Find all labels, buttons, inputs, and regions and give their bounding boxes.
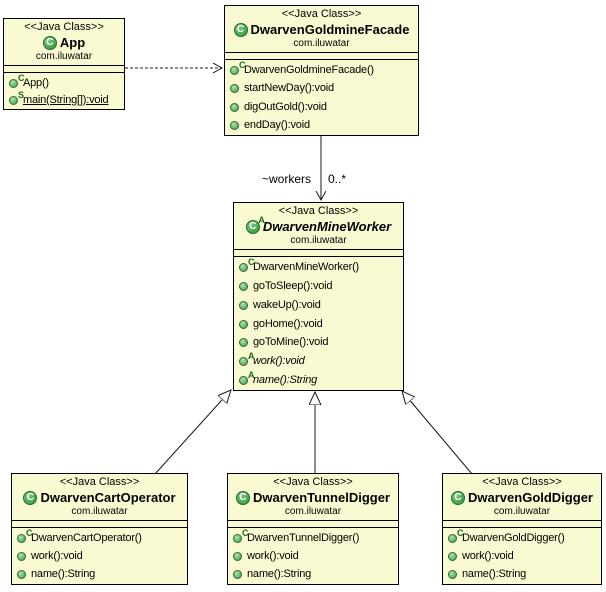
attributes-compartment xyxy=(4,65,124,73)
methods-compartment: C DwarvenMineWorker() goToSleep():void w… xyxy=(234,257,403,390)
constructor-icon: C xyxy=(238,258,255,274)
class-name: DwarvenGoldDigger xyxy=(468,490,593,505)
class-name: App xyxy=(59,35,86,50)
class-box-dwarvencartoperator[interactable]: <<Java Class>> C DwarvenCartOperator com… xyxy=(11,473,188,585)
method-row[interactable]: A name():String xyxy=(238,370,403,389)
methods-compartment: C DwarvenTunnelDigger() work():void name… xyxy=(228,528,398,584)
method-row[interactable]: A work():void xyxy=(238,351,403,371)
method-row[interactable]: name():String xyxy=(16,565,187,583)
public-method-icon xyxy=(238,279,253,293)
attributes-compartment xyxy=(443,520,601,528)
methods-compartment: C App() S main(String[]):void xyxy=(4,73,124,109)
abstract-method-icon: A xyxy=(238,370,255,387)
constructor-icon: C xyxy=(8,73,25,90)
package-label: com.iluwatar xyxy=(493,506,551,517)
method-row[interactable]: work():void xyxy=(232,547,398,565)
method-row[interactable]: wakeUp():void xyxy=(238,295,403,314)
method-row[interactable]: name():String xyxy=(232,565,398,583)
class-title-gold: <<Java Class>> C DwarvenGoldDigger com.i… xyxy=(443,474,601,520)
association-role-label[interactable]: ~workers xyxy=(261,172,311,186)
method-row[interactable]: goHome():void xyxy=(238,314,403,333)
package-label: com.iluwatar xyxy=(35,51,93,62)
public-method-icon xyxy=(232,549,247,563)
constructor-icon: C xyxy=(447,529,464,545)
public-method-icon xyxy=(238,298,253,312)
public-method-icon xyxy=(238,317,253,331)
method-row[interactable]: work():void xyxy=(16,547,187,565)
class-box-dwarvengoldminefacade[interactable]: <<Java Class>> C DwarvenGoldmineFacade c… xyxy=(224,5,419,136)
stereotype-label: <<Java Class>> xyxy=(482,476,562,488)
method-row[interactable]: C DwarvenCartOperator() xyxy=(16,529,187,547)
attributes-compartment xyxy=(225,52,418,60)
constructor-icon: C xyxy=(229,61,246,77)
public-method-icon xyxy=(16,549,31,563)
class-name: DwarvenGoldmineFacade xyxy=(250,22,410,37)
public-method-icon xyxy=(16,567,31,581)
attributes-compartment xyxy=(234,249,403,257)
public-method-icon xyxy=(229,100,244,114)
method-row[interactable]: startNewDay():void xyxy=(229,79,418,97)
method-row[interactable]: endDay():void xyxy=(229,116,418,134)
method-row[interactable]: digOutGold():void xyxy=(229,98,418,116)
class-title-tunnel: <<Java Class>> C DwarvenTunnelDigger com… xyxy=(228,474,398,520)
stereotype-label: <<Java Class>> xyxy=(59,476,140,488)
generalization-golddigger-to-worker[interactable] xyxy=(402,391,473,475)
java-class-icon: C xyxy=(235,490,250,505)
java-class-icon: C xyxy=(42,35,57,50)
method-row[interactable]: name():String xyxy=(447,565,601,583)
package-label: com.iluwatar xyxy=(71,506,128,517)
class-box-dwarvengolddigger[interactable]: <<Java Class>> C DwarvenGoldDigger com.i… xyxy=(442,473,602,585)
package-label: com.iluwatar xyxy=(293,38,350,49)
public-method-icon xyxy=(229,118,244,132)
java-class-icon: C xyxy=(451,490,466,505)
package-label: com.iluwatar xyxy=(290,235,347,246)
generalization-cartoperator-to-worker[interactable] xyxy=(154,390,231,475)
method-row[interactable]: goToSleep():void xyxy=(238,277,403,296)
method-row[interactable]: C DwarvenTunnelDigger() xyxy=(232,529,398,547)
java-class-icon: C xyxy=(233,22,248,37)
class-box-dwarventunneldigger[interactable]: <<Java Class>> C DwarvenTunnelDigger com… xyxy=(227,473,399,585)
java-class-icon: C xyxy=(23,490,38,505)
public-method-icon xyxy=(238,335,253,349)
method-row[interactable]: C DwarvenGoldmineFacade() xyxy=(229,61,418,79)
public-method-icon xyxy=(229,81,244,95)
class-title-app: <<Java Class>> C App com.iluwatar xyxy=(4,19,124,65)
stereotype-label: <<Java Class>> xyxy=(24,21,104,33)
public-method-icon xyxy=(447,549,462,563)
stereotype-label: <<Java Class>> xyxy=(281,8,362,20)
attributes-compartment xyxy=(228,520,398,528)
attributes-compartment xyxy=(12,520,187,528)
class-name: DwarvenCartOperator xyxy=(40,490,176,505)
class-title-facade: <<Java Class>> C DwarvenGoldmineFacade c… xyxy=(225,6,418,52)
constructor-icon: C xyxy=(16,529,33,545)
methods-compartment: C DwarvenGoldmineFacade() startNewDay():… xyxy=(225,60,418,135)
method-row[interactable]: C DwarvenMineWorker() xyxy=(238,258,403,277)
method-row[interactable]: work():void xyxy=(447,547,601,565)
methods-compartment: C DwarvenCartOperator() work():void name… xyxy=(12,528,187,584)
abstract-method-icon: A xyxy=(238,351,255,368)
method-row[interactable]: goToMine():void xyxy=(238,333,403,352)
class-title-cart: <<Java Class>> C DwarvenCartOperator com… xyxy=(12,474,187,520)
method-row[interactable]: S main(String[]):void xyxy=(8,90,124,108)
public-method-icon xyxy=(232,567,247,581)
method-row[interactable]: C App() xyxy=(8,73,124,91)
association-multiplicity-label[interactable]: 0..* xyxy=(328,172,347,186)
class-box-app[interactable]: <<Java Class>> C App com.iluwatar C App(… xyxy=(3,18,125,110)
stereotype-label: <<Java Class>> xyxy=(278,205,359,217)
class-name: DwarvenTunnelDigger xyxy=(252,490,390,505)
public-method-icon xyxy=(447,567,462,581)
class-name: DwarvenMineWorker xyxy=(262,219,392,234)
method-row[interactable]: C DwarvenGoldDigger() xyxy=(447,529,601,547)
methods-compartment: C DwarvenGoldDigger() work():void name()… xyxy=(443,528,601,584)
constructor-icon: C xyxy=(232,529,249,545)
static-method-icon: S xyxy=(8,90,24,107)
stereotype-label: <<Java Class>> xyxy=(273,476,353,488)
package-label: com.iluwatar xyxy=(284,506,342,517)
